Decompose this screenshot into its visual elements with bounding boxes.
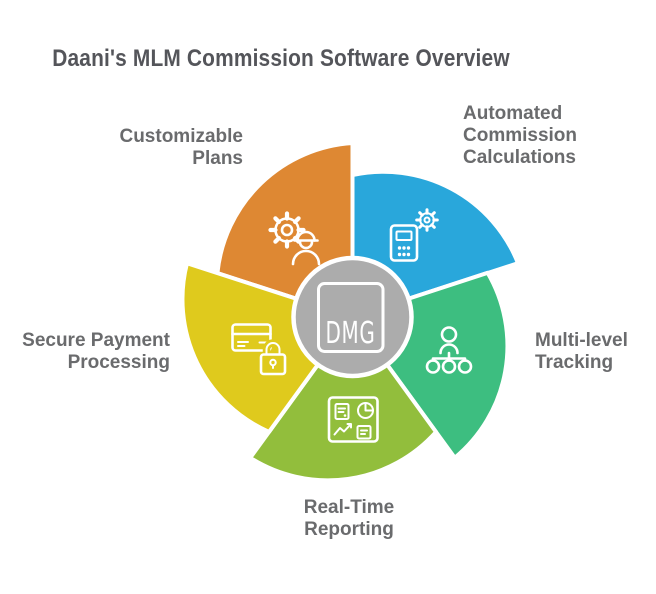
center-logo-frame <box>317 282 385 353</box>
label-automated-commission-calculations: Automated Commission Calculations <box>463 103 578 168</box>
credit-card-lock-icon <box>231 323 287 376</box>
label-secure-payment-processing: Secure Payment Processing <box>22 330 170 373</box>
gear-engineer-icon <box>268 211 321 266</box>
center-logo-text: DMG <box>326 316 376 351</box>
report-dashboard-icon <box>327 396 379 443</box>
calculator-gear-icon <box>389 208 439 262</box>
label-customizable-plans: Customizable Plans <box>119 126 243 169</box>
center-badge: DMG <box>291 255 414 379</box>
diagram-title: Daani's MLM Commission Software Overview <box>52 45 510 72</box>
label-multi-level-tracking: Multi-level Tracking <box>535 330 628 373</box>
label-real-time-reporting: Real-Time Reporting <box>303 497 395 540</box>
hierarchy-icon <box>425 326 473 374</box>
corner-white-patch <box>511 549 656 594</box>
